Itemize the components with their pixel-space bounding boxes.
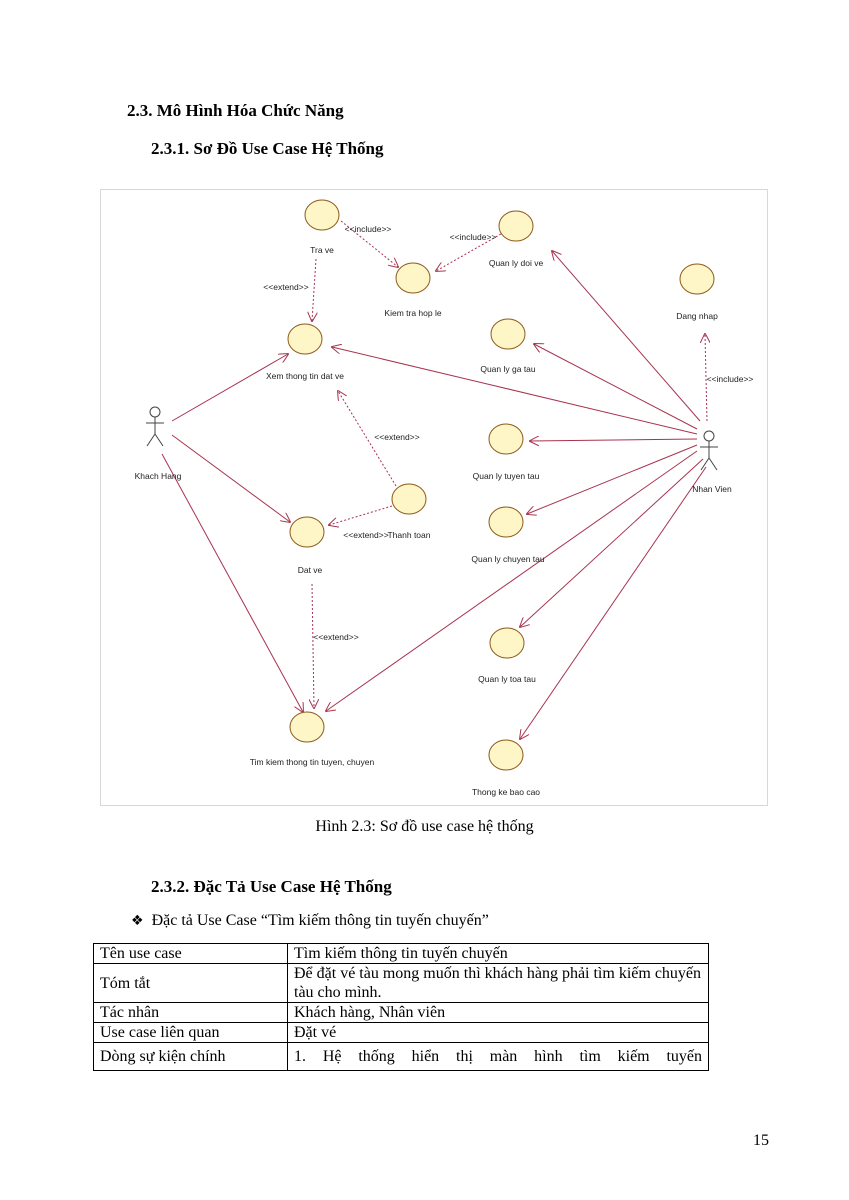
- actor-nhan-label: Nhan Vien: [692, 484, 732, 494]
- use-case-chuyentau-label: Quan ly chuyen tau: [471, 554, 545, 564]
- use-case-doive-label: Quan ly doi ve: [489, 258, 544, 268]
- use-case-dangnhap-ellipse: [679, 263, 715, 295]
- dependency-line: [436, 233, 502, 271]
- row-value: Khách hàng, Nhân viên: [287, 1002, 709, 1023]
- actor-khach-icon: [146, 406, 164, 447]
- use-case-datve-ellipse: [289, 516, 325, 548]
- table-row: Tác nhân Khách hàng, Nhân viên: [93, 1002, 709, 1023]
- dependency-line: [340, 220, 398, 267]
- association-line: [527, 444, 698, 514]
- table-row: Dòng sự kiện chính 1. Hệ thống hiển thị …: [93, 1042, 709, 1071]
- stereotype-label: <<extend>>: [343, 530, 388, 540]
- association-line: [161, 453, 303, 712]
- use-case-toatau-ellipse: [489, 627, 525, 659]
- subsection-title-spec: 2.3.2. Đặc Tả Use Case Hệ Thống: [151, 877, 392, 896]
- association-line: [171, 354, 288, 422]
- use-case-tuyentau-ellipse: [488, 423, 524, 455]
- actor-khach-label: Khach Hang: [135, 471, 182, 481]
- use-case-datve-label: Dat ve: [298, 565, 323, 575]
- section-title: 2.3. Mô Hình Hóa Chức Năng: [127, 101, 344, 120]
- row-value: Để đặt vé tàu mong muốn thì khách hàng p…: [287, 963, 709, 1003]
- row-key: Tác nhân: [93, 1002, 288, 1023]
- association-line: [552, 251, 701, 422]
- association-line: [534, 344, 698, 430]
- row-key: Tóm tắt: [93, 963, 288, 1003]
- use-case-gatau-label: Quan ly ga tau: [480, 364, 536, 374]
- table-row: Tóm tắt Để đặt vé tàu mong muốn thì khác…: [93, 963, 709, 1003]
- actor-nhan-icon: [700, 430, 718, 471]
- use-case-thanhtoan-label: Thanh toan: [387, 530, 430, 540]
- stereotype-label: <<include>>: [707, 374, 754, 384]
- dependency-line: [338, 391, 397, 487]
- association-line: [520, 458, 704, 627]
- association-line: [332, 347, 698, 435]
- use-case-timkiem-label: Tim kiem thong tin tuyen, chuyen: [250, 757, 375, 767]
- row-key: Use case liên quan: [93, 1022, 288, 1043]
- use-case-gatau-ellipse: [490, 318, 526, 350]
- use-case-xem-label: Xem thong tin dat ve: [266, 371, 344, 381]
- use-case-dangnhap-label: Dang nhap: [676, 311, 718, 321]
- use-case-doive-ellipse: [498, 210, 534, 242]
- stereotype-label: <<extend>>: [313, 632, 358, 642]
- use-case-timkiem-ellipse: [289, 711, 325, 743]
- use-case-trave-label: Tra ve: [310, 245, 334, 255]
- use-case-trave-ellipse: [304, 199, 340, 231]
- diagram-border: [100, 189, 768, 806]
- stereotype-label: <<include>>: [450, 232, 497, 242]
- row-value: Tìm kiếm thông tin tuyến chuyến: [287, 943, 709, 964]
- dependency-line: [312, 583, 314, 708]
- stereotype-label: <<include>>: [345, 224, 392, 234]
- row-key: Tên use case: [93, 943, 288, 964]
- dependency-line: [329, 505, 393, 525]
- association-line: [530, 439, 698, 441]
- association-line: [171, 434, 290, 522]
- dependency-line: [705, 334, 707, 422]
- row-value: 1. Hệ thống hiển thị màn hình tìm kiếm t…: [287, 1042, 709, 1071]
- spec-bullet: ❖ Đặc tả Use Case “Tìm kiếm thông tin tuy…: [131, 912, 489, 930]
- use-case-thongke-label: Thong ke bao cao: [472, 787, 540, 797]
- diamond-bullet-icon: ❖: [131, 913, 144, 929]
- association-line: [520, 466, 707, 739]
- page-number: 15: [753, 1132, 769, 1149]
- use-case-kiemtra-label: Kiem tra hop le: [384, 308, 441, 318]
- use-case-toatau-label: Quan ly toa tau: [478, 674, 536, 684]
- use-case-thongke-ellipse: [488, 739, 524, 771]
- table-row: Tên use case Tìm kiếm thông tin tuyến ch…: [93, 943, 709, 964]
- spec-bullet-text: Đặc tả Use Case “Tìm kiếm thông tin tuyế…: [151, 912, 489, 929]
- stereotype-label: <<extend>>: [263, 282, 308, 292]
- use-case-chuyentau-ellipse: [488, 506, 524, 538]
- use-case-xem-ellipse: [287, 323, 323, 355]
- figure-caption: Hình 2.3: Sơ đồ use case hệ thống: [315, 818, 534, 835]
- row-key: Dòng sự kiện chính: [93, 1042, 288, 1071]
- association-line: [326, 450, 698, 711]
- use-case-spec-table: Tên use case Tìm kiếm thông tin tuyến ch…: [93, 943, 709, 1071]
- table-row: Use case liên quan Đặt vé: [93, 1022, 709, 1043]
- row-value: Đặt vé: [287, 1022, 709, 1043]
- subsection-title-diagram: 2.3.1. Sơ Đồ Use Case Hệ Thống: [151, 139, 384, 158]
- use-case-tuyentau-label: Quan ly tuyen tau: [473, 471, 540, 481]
- stereotype-label: <<extend>>: [374, 432, 419, 442]
- use-case-kiemtra-ellipse: [395, 262, 431, 294]
- use-case-diagram: <<include>> <<include>> <<extend>> <<includ…: [100, 189, 768, 806]
- use-case-thanhtoan-ellipse: [391, 483, 427, 515]
